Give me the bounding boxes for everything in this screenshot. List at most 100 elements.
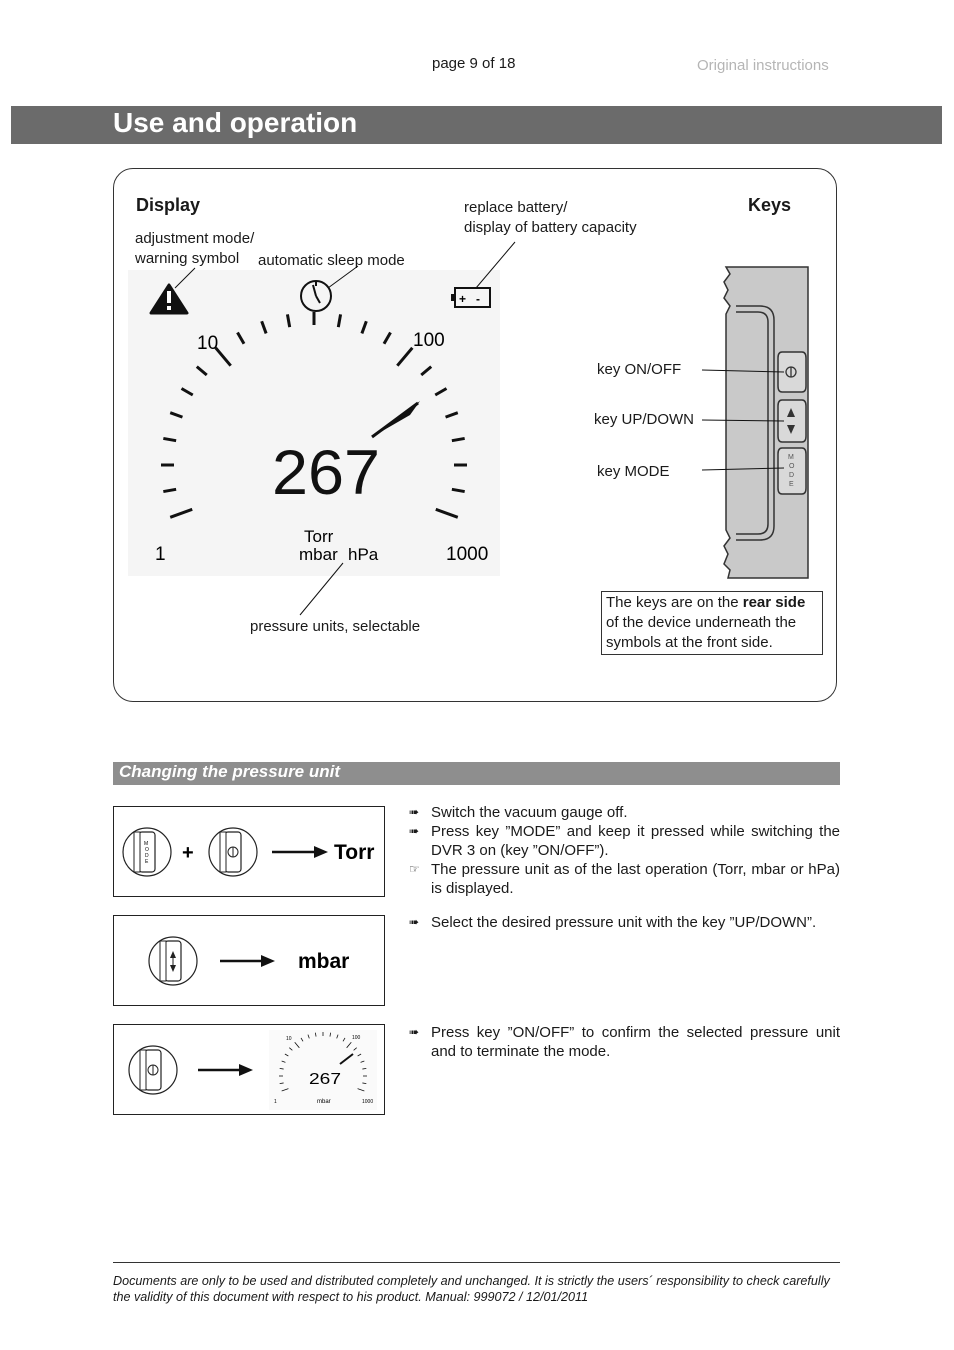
scale-label-1: 1: [155, 544, 166, 565]
svg-text:-: -: [476, 292, 480, 306]
keys-side-view: M O D E: [701, 266, 809, 579]
scale-label-1000: 1000: [446, 544, 488, 565]
display-heading: Display: [136, 195, 201, 215]
clock-icon: [300, 280, 332, 312]
step-2-instructions: ➠Select the desired pressure unit with t…: [409, 913, 840, 932]
arrow-right-icon: ➠: [409, 915, 420, 929]
svg-text:1000: 1000: [362, 1099, 373, 1105]
gauge-tick: [195, 365, 208, 377]
footer-disclaimer: Documents are only to be used and distri…: [113, 1274, 830, 1304]
pressure-units-label: pressure units, selectable: [250, 618, 421, 635]
svg-text:267: 267: [309, 1071, 341, 1088]
key-mode-label: key MODE: [597, 463, 670, 480]
svg-text:+: +: [459, 292, 466, 306]
gauge-tick: [396, 346, 414, 367]
gauge-tick: [284, 1053, 289, 1057]
step-1-instructions: ➠Switch the vacuum gauge off. ➠Press key…: [409, 803, 840, 898]
gauge-tick: [435, 507, 459, 519]
gauge-tick: [279, 1082, 284, 1085]
gauge-tick: [451, 436, 465, 443]
keys-heading: Keys: [748, 195, 792, 215]
step-2-figure: mbar: [113, 915, 385, 1006]
gauge-tick: [163, 436, 177, 443]
up-arrow-icon: [787, 408, 795, 417]
instruction-item: ➠Switch the vacuum gauge off.: [409, 804, 628, 821]
adjustment-mode-label: adjustment mode/ warning symbol: [135, 230, 255, 267]
pointing-hand-icon: ☞: [409, 862, 420, 876]
step-3-instructions: ➠Press key ”ON/OFF” to confirm the selec…: [409, 1023, 840, 1061]
mini-gauge: 10 100 1 1000 267 mbar: [269, 1030, 377, 1110]
arrow-right-icon: ➠: [409, 1025, 420, 1039]
scale-label-100: 100: [413, 330, 445, 351]
instruction-item: ➠Press key ”MODE” and keep it pressed wh…: [409, 823, 840, 859]
gauge-scale-ticks: [161, 312, 467, 519]
gauge-tick: [357, 1088, 365, 1092]
svg-text:+: +: [182, 842, 194, 864]
scale-label-10: 10: [197, 333, 218, 354]
gauge-tick: [329, 1032, 332, 1037]
gauge-tick: [336, 1034, 339, 1039]
gauge-tick: [357, 1053, 362, 1057]
gauge-tick: [236, 331, 246, 345]
sleep-mode-label: automatic sleep mode: [258, 252, 405, 269]
gauge-tick: [294, 1042, 300, 1049]
gauge-tick: [260, 320, 268, 334]
rear-side-note: The keys are on the rear side of the dev…: [601, 591, 823, 655]
updown-key[interactable]: [777, 399, 807, 443]
footer-rule: [113, 1262, 840, 1263]
instruction-item: ☞The pressure unit as of the last operat…: [409, 861, 840, 897]
svg-text:100: 100: [352, 1035, 361, 1041]
unit-mbar: mbar: [299, 545, 338, 564]
step-2-illustration: mbar: [148, 936, 349, 986]
subsection-title: Changing the pressure unit: [119, 762, 341, 781]
svg-text:O: O: [789, 463, 795, 470]
gauge-tick: [336, 314, 343, 328]
gauge-tick: [180, 387, 194, 397]
lcd-display: 10 100 1 1000 267 Torr mbar hPa: [128, 270, 500, 576]
section-title-bar: Use and operation: [11, 106, 942, 144]
warning-icon: [149, 283, 189, 315]
svg-text:mbar: mbar: [317, 1099, 331, 1105]
page-number: page 9 of 18: [432, 55, 516, 72]
key-onoff-label: key ON/OFF: [597, 361, 682, 378]
gauge-tick: [451, 487, 465, 494]
svg-text:M: M: [788, 454, 794, 461]
gauge-tick: [360, 320, 368, 334]
step-1-unit: Torr: [334, 841, 374, 864]
step-2-unit: mbar: [298, 950, 349, 973]
gauge-tick: [214, 346, 232, 367]
arrow-right-icon: [198, 1064, 253, 1076]
arrow-right-icon: ➠: [409, 824, 420, 838]
unit-hpa: hPa: [348, 545, 379, 564]
gauge-tick: [382, 331, 392, 345]
svg-text:D: D: [789, 472, 794, 479]
mode-key[interactable]: M O D E: [777, 447, 807, 495]
gauge-tick: [445, 411, 459, 419]
gauge-tick: [420, 365, 433, 377]
key-updown-label: key UP/DOWN: [594, 411, 695, 428]
display-annotations: + -: [149, 241, 516, 616]
battery-icon: + -: [451, 287, 491, 308]
gauge-tick: [163, 487, 177, 494]
instruction-item: ➠Press key ”ON/OFF” to confirm the selec…: [409, 1024, 840, 1060]
gauge-tick: [362, 1067, 367, 1070]
arrow-right-icon: ➠: [409, 805, 420, 819]
svg-text:10: 10: [286, 1036, 292, 1042]
subsection-bar: Changing the pressure unit: [113, 762, 840, 785]
step-1-illustration: MO DE + Torr: [122, 827, 374, 877]
svg-text:1: 1: [274, 1099, 277, 1105]
section-title: Use and operation: [113, 107, 358, 138]
arrow-right-icon: [220, 955, 275, 967]
gauge-tick: [346, 1042, 352, 1049]
gauge-tick: [300, 1037, 304, 1042]
gauge-tick: [314, 1032, 317, 1037]
onoff-key[interactable]: [777, 351, 807, 393]
gauge-tick: [307, 1034, 310, 1039]
gauge-tick: [281, 1060, 286, 1063]
svg-text:M: M: [144, 841, 148, 847]
svg-text:E: E: [145, 859, 149, 865]
gauge-tick: [342, 1037, 346, 1042]
svg-text:D: D: [145, 853, 149, 859]
gauge-tick: [279, 1067, 284, 1070]
